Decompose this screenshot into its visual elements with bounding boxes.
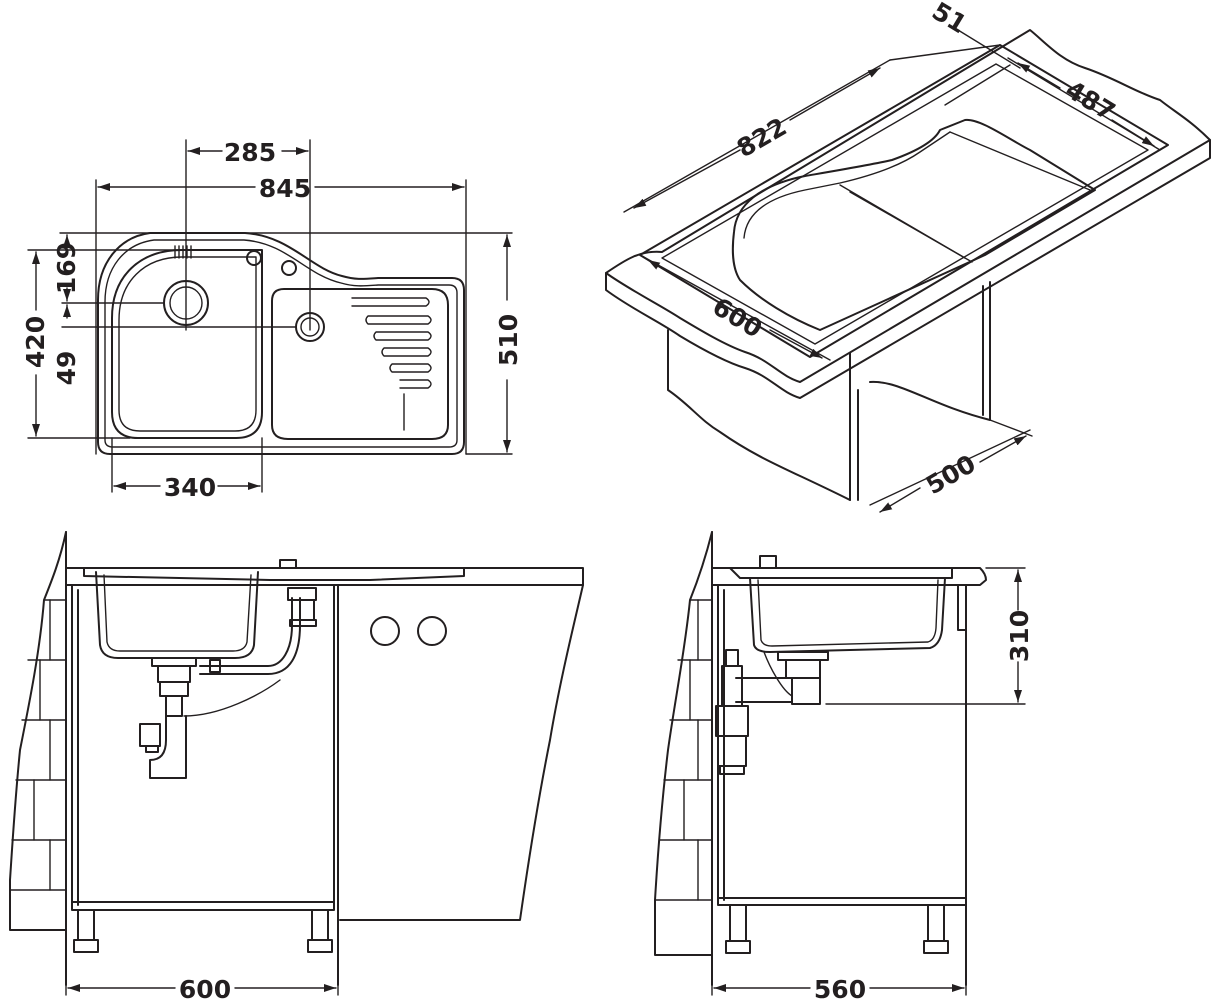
dim-49: 49 [52,351,81,386]
isometric-view: 822 600 487 51 500 [605,0,1211,513]
overflow-slots [174,245,192,259]
main-bowl-inner [118,256,257,432]
side-wall [654,531,713,956]
front-knob-2 [417,616,447,646]
tap-hole-1 [246,250,262,266]
front-sink-rim [83,567,465,581]
top-view: 285 845 510 420 169 [21,138,523,502]
dim-310: 310 [1005,610,1034,662]
side-sink-bowl [749,577,946,653]
iso-cabinet [667,329,851,501]
drainer-area [271,288,449,440]
front-legs [73,909,333,953]
front-knob-1 [370,616,400,646]
dim-51: 51 [927,0,972,39]
front-next-cabinet [339,584,584,921]
dim-560: 560 [814,975,866,1000]
side-cabinet [717,584,967,906]
side-view: 310 560 [654,531,1034,1000]
sink-outline-inner [104,239,458,448]
tap-hole-2 [281,260,297,276]
front-view: 600 [9,531,584,1000]
dim-169: 169 [52,242,81,294]
side-legs [725,904,949,954]
dim-340: 340 [164,473,216,502]
dim-285: 285 [224,138,276,167]
front-waste-trap [139,559,317,779]
dim-845: 845 [259,174,311,203]
dim-510: 510 [494,314,523,366]
iso-worktop-front [605,139,1211,399]
front-cabinet [71,584,335,911]
side-view-dimensions: 310 560 [711,567,1034,1000]
front-wall [9,531,67,931]
iso-bowl [731,118,1096,331]
dim-600-front: 600 [179,975,231,1000]
side-wall-bricks [655,599,713,901]
main-bowl [111,249,263,439]
iso-sink-flange-inner [661,63,1149,345]
front-wall-bricks [9,599,67,891]
dim-420: 420 [21,316,50,368]
side-worktop [711,567,987,586]
side-waste-trap [715,649,829,775]
iso-worktop-top [605,29,1211,383]
side-sink-rim [729,567,953,579]
front-view-dimensions: 600 [65,974,339,1000]
top-view-dimensions: 285 845 510 420 169 [21,138,523,502]
drainer-ribs [351,297,432,431]
dim-822: 822 [732,112,792,163]
iso-sink-flange [639,44,1169,358]
sink-outline [97,232,465,455]
